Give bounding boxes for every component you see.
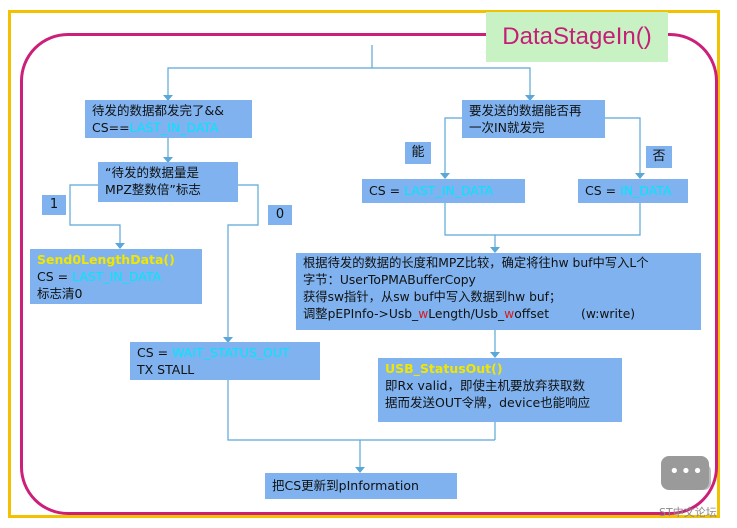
box-status-func: USB_StatusOut() — [385, 361, 503, 376]
box-update-cs: 把CS更新到pInformation — [265, 473, 457, 499]
box-all-sent-prefix: CS== — [92, 120, 130, 135]
compare-line4-a: 调整pEPInfo->Usb_ — [303, 307, 419, 321]
chat-bubble-icon — [661, 456, 709, 490]
box-wait-status: CS = WAIT_STATUS_OUT TX STALL — [130, 342, 320, 380]
box-all-sent: 待发的数据都发完了&& CS==LAST_IN_DATA — [85, 100, 252, 138]
box-cs-in-highlight: IN_DATA — [620, 183, 672, 198]
watermark-dots: ••• — [669, 461, 704, 482]
box-compare-line2: 字节：UserToPMABufferCopy — [303, 273, 476, 287]
watermark-text: ST中文论坛 — [659, 506, 717, 519]
box-cs-last-highlight: LAST_IN_DATA — [404, 183, 494, 198]
box-send-zero: Send0LengthData() CS = LAST_IN_DATA 标志清0 — [30, 249, 202, 304]
box-send-zero-highlight: LAST_IN_DATA — [72, 269, 162, 284]
connector-mpz-zero — [222, 184, 259, 342]
box-all-sent-line1: 待发的数据都发完了&& — [92, 103, 224, 118]
diagram-title: DataStageIn() — [486, 12, 668, 62]
box-can-send-once: 要发送的数据能否再 一次IN就发完 — [462, 100, 605, 138]
box-mpz-flag: “待发的数据量是 MPZ整数倍”标志 — [98, 162, 238, 202]
compare-line4-w1: w — [418, 307, 429, 321]
box-wait-prefix: CS = — [137, 345, 173, 360]
rounded-border — [20, 33, 718, 515]
connector-mpz-one — [69, 184, 121, 248]
box-send-zero-func: Send0LengthData() — [37, 252, 175, 267]
label-zero: 0 — [268, 205, 292, 225]
compare-line4-w2: w — [504, 307, 515, 321]
box-all-sent-line2: CS==LAST_IN_DATA — [92, 119, 245, 136]
box-send-zero-line2: CS = LAST_IN_DATA — [37, 268, 195, 285]
label-one: 1 — [42, 195, 66, 215]
box-send-zero-prefix: CS = — [37, 269, 73, 284]
label-no: 否 — [646, 146, 672, 168]
box-status-line3: 据而发送OUT令牌，device也能响应 — [385, 395, 591, 410]
box-can-line1: 要发送的数据能否再 — [469, 103, 582, 118]
box-compare-line1: 根据待发的数据的长度和MPZ比较，确定将往hw buf中写入L个 — [303, 256, 649, 270]
compare-line4-b: Length/Usb_ — [428, 307, 505, 321]
compare-line4-note: (w:write) — [581, 307, 636, 321]
box-compare-line4: 调整pEPInfo->Usb_wLength/Usb_woffset(w:wri… — [303, 306, 694, 323]
box-compare-line3: 获得sw指针，从sw buf中写入数据到hw buf； — [303, 290, 562, 304]
box-mpz-line1: “待发的数据量是 — [105, 165, 199, 180]
box-wait-line1: CS = WAIT_STATUS_OUT — [137, 344, 313, 361]
box-cs-in-prefix: CS = — [585, 183, 621, 198]
box-cs-last: CS = LAST_IN_DATA — [362, 179, 525, 203]
box-send-zero-line3: 标志清0 — [37, 286, 83, 301]
label-yes: 能 — [405, 142, 431, 164]
box-can-line2: 一次IN就发完 — [469, 120, 545, 135]
connector-csi-compare — [495, 202, 641, 236]
connector-csl-compare — [444, 202, 496, 252]
box-status-out: USB_StatusOut() 即Rx valid，即使主机要放弃获取数 据而发… — [378, 358, 622, 422]
box-cs-last-prefix: CS = — [369, 183, 405, 198]
connector-left-merge — [227, 380, 495, 441]
connector-can-no — [605, 117, 641, 178]
compare-line4-c: offset — [514, 307, 550, 321]
box-wait-line2: TX STALL — [137, 362, 195, 377]
connector-top-split — [167, 67, 531, 100]
box-cs-in: CS = IN_DATA — [578, 179, 688, 203]
outer-frame — [8, 10, 720, 518]
box-status-line2: 即Rx valid，即使主机要放弃获取数 — [385, 378, 585, 393]
box-wait-highlight: WAIT_STATUS_OUT — [172, 345, 290, 360]
connector-can-yes — [444, 117, 462, 178]
box-all-sent-highlight: LAST_IN_DATA — [129, 120, 219, 135]
watermark: ••• ST中文论坛 — [655, 452, 725, 522]
box-mpz-line2: MPZ整数倍”标志 — [105, 182, 201, 197]
box-compare: 根据待发的数据的长度和MPZ比较，确定将往hw buf中写入L个 字节：User… — [296, 253, 701, 330]
